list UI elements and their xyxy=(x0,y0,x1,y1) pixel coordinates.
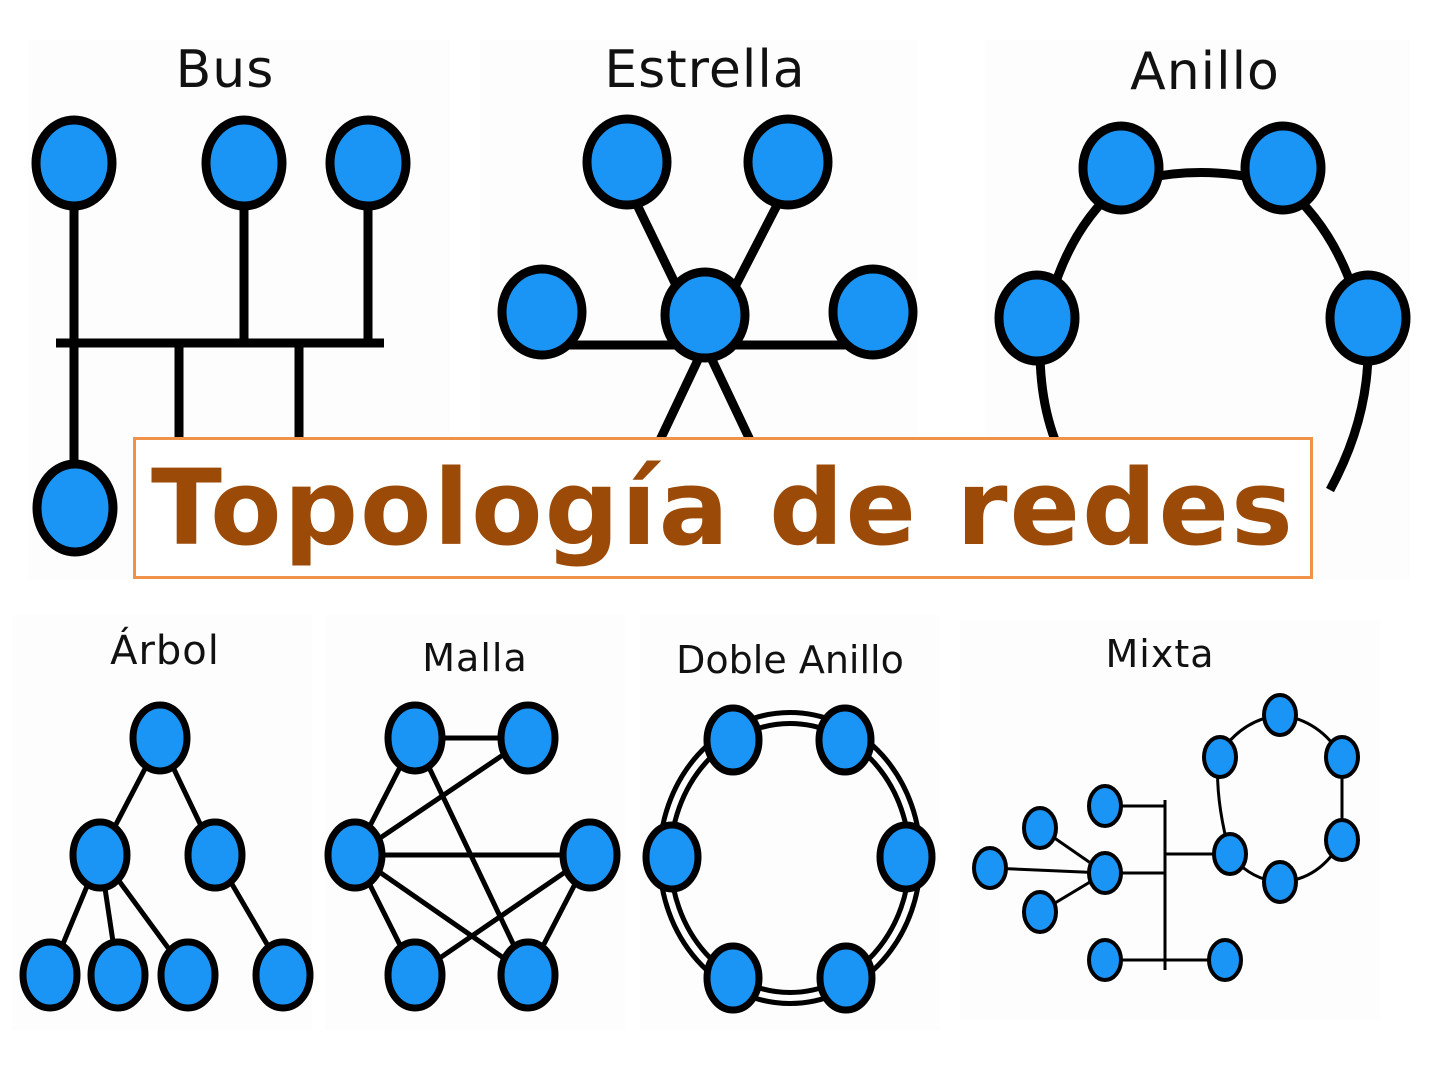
arbol-label: Árbol xyxy=(110,628,220,674)
mixta-label: Mixta xyxy=(1105,632,1215,676)
malla-label: Malla xyxy=(422,636,528,680)
anillo-label: Anillo xyxy=(1130,42,1280,102)
estrella-label: Estrella xyxy=(604,40,806,100)
doble-anillo-diagram xyxy=(642,704,936,1014)
title-box: Topología de redes xyxy=(133,437,1313,579)
page-title: Topología de redes xyxy=(151,447,1295,569)
anillo-diagram xyxy=(994,121,1411,493)
malla-panel xyxy=(325,615,625,1030)
bus-diagram xyxy=(31,115,411,557)
doble-anillo-panel xyxy=(640,615,940,1030)
malla-diagram xyxy=(324,701,621,1012)
arbol-diagram xyxy=(19,701,314,1012)
estrella-diagram xyxy=(497,114,918,442)
doble-anillo-label: Doble Anillo xyxy=(676,638,904,682)
mixta-diagram xyxy=(972,693,1360,982)
estrella-panel xyxy=(480,40,918,440)
bus-label: Bus xyxy=(175,40,275,100)
